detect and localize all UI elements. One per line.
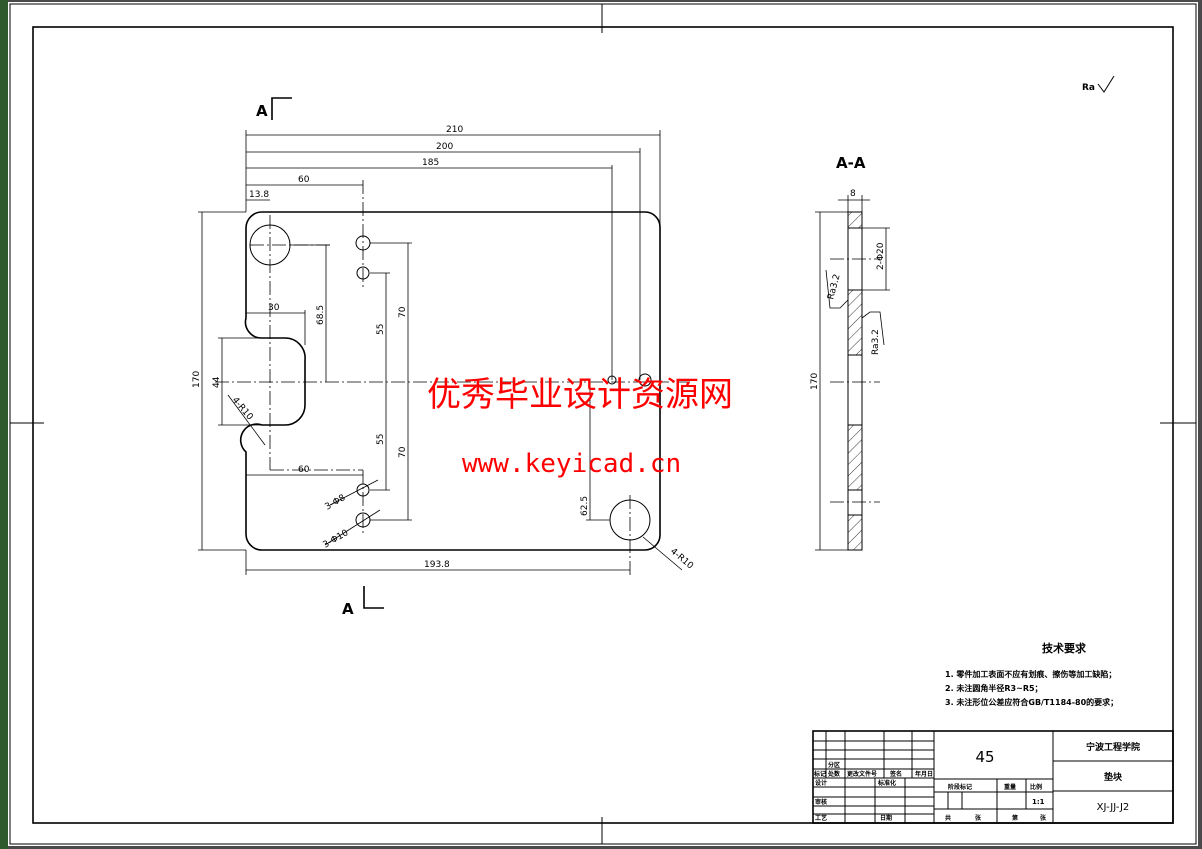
svg-text:A: A	[342, 600, 354, 618]
section-marker-bottom: A	[342, 586, 384, 618]
svg-text:55: 55	[376, 324, 386, 335]
svg-text:210: 210	[446, 125, 463, 135]
svg-text:2-Φ20: 2-Φ20	[876, 242, 886, 270]
outer-border	[9, 3, 1197, 845]
svg-text:张: 张	[975, 814, 982, 822]
svg-text:比例: 比例	[1030, 783, 1042, 791]
svg-text:重量: 重量	[1004, 783, 1016, 791]
svg-text:A: A	[256, 102, 268, 120]
svg-text:55: 55	[376, 434, 386, 445]
svg-text:200: 200	[436, 142, 453, 152]
svg-text:60: 60	[298, 465, 310, 475]
inner-frame	[32, 26, 1174, 824]
section-marker-top: A	[256, 97, 292, 120]
svg-text:处数: 处数	[827, 770, 841, 778]
svg-text:44: 44	[212, 376, 222, 388]
svg-text:第: 第	[1011, 814, 1018, 822]
svg-text:62.5: 62.5	[580, 496, 590, 516]
drawing-number: XJ-JJ-J2	[1097, 802, 1130, 813]
school-name: 宁波工程学院	[1086, 741, 1140, 753]
watermark-title: 优秀毕业设计资源网	[427, 375, 733, 415]
svg-text:13.8: 13.8	[249, 190, 269, 200]
title-block: 45 宁波工程学院 垫块 XJ-JJ-J2 标记 处数 分区 更改文件号 签名 …	[812, 730, 1174, 824]
svg-text:张: 张	[1040, 814, 1047, 822]
svg-text:70: 70	[398, 446, 408, 458]
svg-text:Ra: Ra	[1082, 83, 1095, 93]
svg-text:2. 未注圆角半径R3~R5；: 2. 未注圆角半径R3~R5；	[945, 683, 1043, 694]
material: 45	[975, 748, 994, 766]
svg-text:185: 185	[422, 158, 439, 168]
technical-requirements: 技术要求 1. 零件加工表面不应有划痕、擦伤等加工缺陷； 2. 未注圆角半径R3…	[945, 641, 1118, 708]
left-edge-strip	[0, 0, 8, 849]
svg-text:年月日: 年月日	[915, 770, 933, 778]
scale-value: 1:1	[1032, 798, 1045, 806]
section-view-title: A-A	[836, 154, 866, 172]
svg-text:技术要求: 技术要求	[1042, 641, 1087, 655]
svg-text:1. 零件加工表面不应有划痕、擦伤等加工缺陷；: 1. 零件加工表面不应有划痕、擦伤等加工缺陷；	[945, 669, 1116, 680]
svg-text:设计: 设计	[815, 779, 827, 787]
svg-text:68.5: 68.5	[316, 305, 326, 325]
svg-text:工艺: 工艺	[815, 814, 827, 822]
svg-text:共: 共	[945, 814, 951, 822]
svg-text:8: 8	[850, 189, 856, 199]
svg-text:签名: 签名	[889, 770, 902, 778]
part-name: 垫块	[1104, 771, 1123, 783]
svg-text:60: 60	[298, 175, 310, 185]
svg-text:170: 170	[192, 371, 202, 388]
dimension-lines	[198, 130, 683, 575]
watermark-url: www.keyicad.cn	[462, 449, 681, 479]
section-view: 8 2-Φ20 170 Ra3.2 Ra3.2	[810, 189, 890, 551]
svg-text:审核: 审核	[815, 798, 827, 806]
svg-text:标准化: 标准化	[877, 779, 896, 787]
svg-text:日期: 日期	[880, 814, 892, 822]
svg-text:标记: 标记	[813, 770, 826, 778]
svg-text:30: 30	[268, 303, 280, 313]
centering-marks	[10, 4, 1196, 844]
surface-roughness-note: Ra	[1082, 75, 1115, 93]
svg-text:Ra3.2: Ra3.2	[871, 329, 881, 355]
svg-text:3. 未注形位公差应符合GB/T1184-80的要求；: 3. 未注形位公差应符合GB/T1184-80的要求；	[945, 697, 1118, 708]
svg-text:分区: 分区	[828, 761, 840, 769]
svg-text:更改文件号: 更改文件号	[847, 770, 877, 778]
svg-text:193.8: 193.8	[424, 560, 450, 570]
svg-text:阶段标记: 阶段标记	[948, 783, 972, 791]
svg-text:70: 70	[398, 306, 408, 318]
paper	[8, 2, 1198, 846]
svg-text:170: 170	[810, 373, 820, 390]
